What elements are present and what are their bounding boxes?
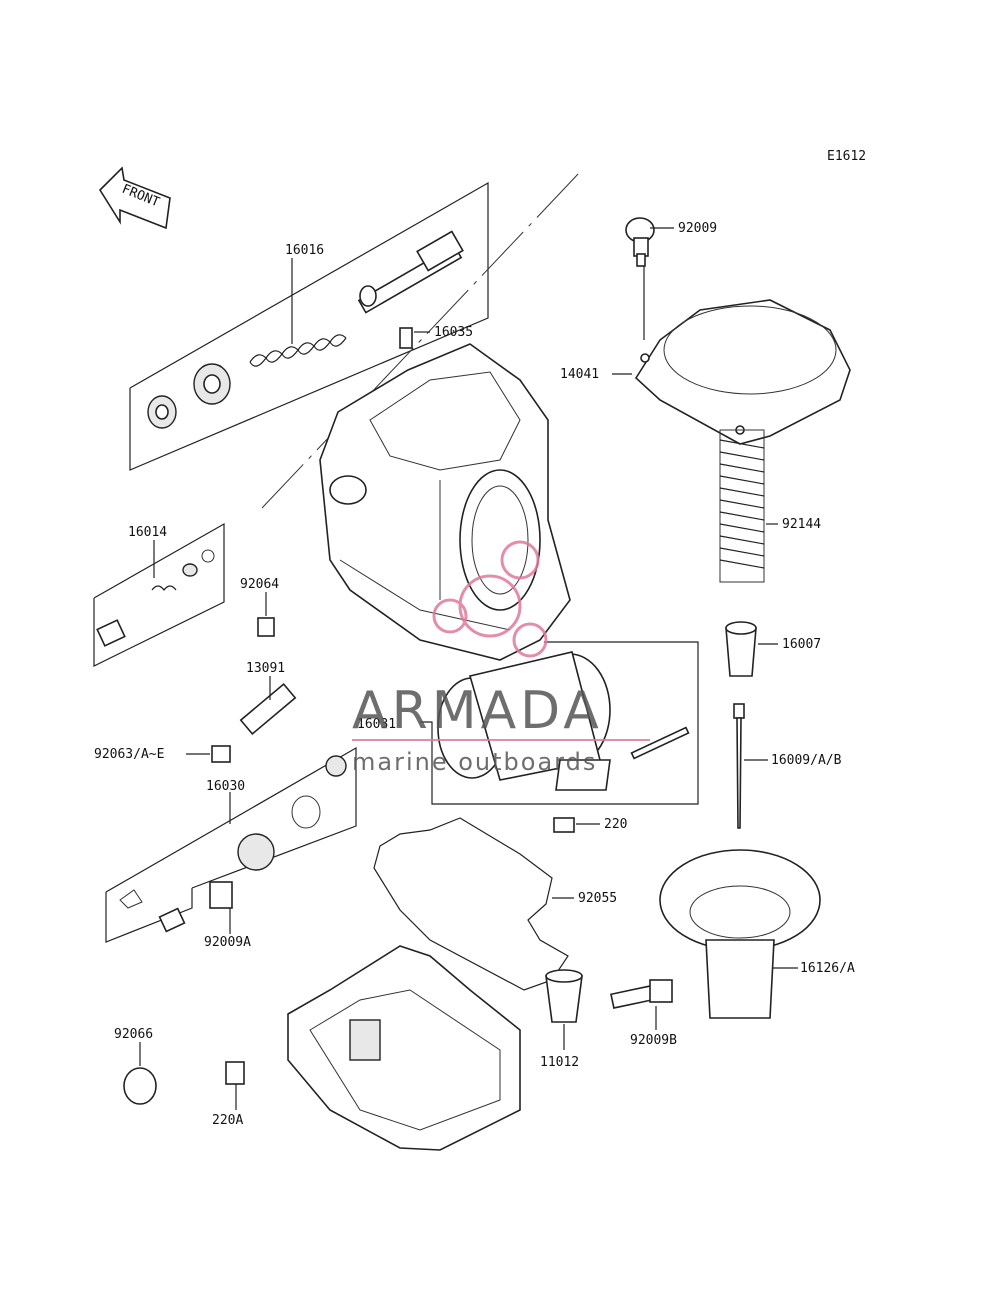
label-92064: 92064 [240,577,279,592]
front-arrow-icon: FRONT [98,166,171,230]
screw-92009A-part [209,881,233,909]
group-box-16031 [420,641,699,805]
label-16030: 16030 [206,779,245,794]
main-jet-92063-part [211,745,231,763]
starter-nut-part [193,363,231,405]
diagram-code: E1612 [827,149,866,164]
label-16126: 16126/A [800,961,855,976]
needle-jet-13091-part [239,682,297,736]
label-220A: 220A [212,1113,243,1128]
label-220: 220 [604,817,627,832]
screw-92009B-part [610,979,673,1009]
group-box-16030 [105,746,357,943]
label-92009A: 92009A [204,935,251,950]
jet-92064-part [257,617,275,637]
watermark-emblem [432,540,548,658]
top-cover-14041-part [634,299,851,445]
watermark-brand: ARMADA [352,681,603,741]
group-box-16014 [93,522,225,667]
label-11012: 11012 [540,1055,579,1070]
float-bowl-part [287,945,521,1151]
vacuum-piston-16126-part [659,849,821,1019]
label-92009B: 92009B [630,1033,677,1048]
label-13091: 13091 [246,661,285,676]
label-92055: 92055 [578,891,617,906]
screw-16035-part [399,327,413,349]
carburetor-body-part [319,343,571,661]
label-92063: 92063/A~E [94,747,164,762]
group-box-16016 [129,171,581,509]
starter-plunger-part [357,230,464,314]
label-16009: 16009/A/B [771,753,842,768]
label-14041: 14041 [560,367,599,382]
screw-92009-part [625,217,655,267]
drain-screw-220A-part [225,1061,245,1085]
starter-cap-part [147,395,177,429]
jet-needle-16009-part [733,703,745,829]
label-16016: 16016 [285,243,324,258]
label-92144: 92144 [782,517,821,532]
cap-92066-part [123,1067,157,1105]
label-16007: 16007 [782,637,821,652]
label-92066: 92066 [114,1027,153,1042]
screw-220-part [553,817,575,833]
boot-11012-part [545,969,583,1023]
starter-spring-part [249,334,347,367]
label-16014: 16014 [128,525,167,540]
label-92009: 92009 [678,221,717,236]
label-16035: 16035 [434,325,473,340]
watermark-tagline: marine outboards [352,748,597,776]
needle-holder-16007-part [725,621,757,677]
spring-92144-part [719,429,765,583]
armada-watermark-logo: ARMADA marine outboards [352,540,650,776]
label-16031: 16031 [357,717,396,732]
gasket-92055-part [373,817,569,991]
